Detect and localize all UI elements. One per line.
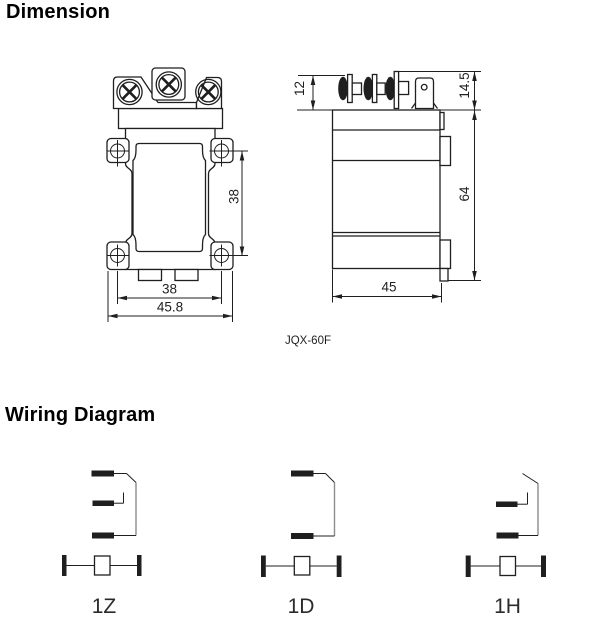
- arrow-right-icon: [223, 313, 233, 319]
- wiring-label-1z: 1Z: [92, 595, 117, 618]
- screw-terminal-center: [155, 71, 183, 98]
- wiring-heading: Wiring Diagram: [5, 404, 156, 426]
- arrow-down-icon: [239, 246, 245, 256]
- side-screw-1: [338, 73, 363, 104]
- arrow-left-icon: [108, 313, 118, 319]
- screw-shank: [376, 82, 386, 96]
- dim-side-terminal-height: 12: [292, 75, 345, 110]
- contact-common: [92, 532, 114, 539]
- relay-front-view: 38 38 45.8: [106, 67, 248, 322]
- arrow-left-icon: [332, 294, 342, 299]
- contact-plate: [393, 70, 400, 110]
- model-label: JQX-60F: [285, 335, 331, 347]
- side-screw-2: [363, 73, 386, 104]
- coil-terminal-left: [261, 555, 266, 577]
- front-body-inner-outline: [132, 142, 207, 253]
- wiring-diagram-1d: 1D: [261, 470, 342, 618]
- dim-front-hole-spacing-vertical: 38: [227, 151, 245, 256]
- coil-terminal-left: [465, 555, 471, 577]
- relay-side-view: 12 14.5 64: [292, 70, 481, 303]
- side-screw-3: [385, 70, 410, 110]
- coil-box: [93, 555, 111, 576]
- dim-value: 38: [162, 282, 177, 297]
- dim-side-body-depth: 45: [332, 269, 442, 303]
- dim-front-hole-spacing-horizontal: 38: [117, 271, 222, 304]
- coil-symbol: [62, 555, 142, 576]
- dim-value: 12: [292, 81, 307, 96]
- side-body: [331, 109, 441, 270]
- dim-value: 45: [381, 280, 396, 295]
- contact-plate: [371, 73, 378, 104]
- contact-nc: [91, 470, 114, 477]
- contact-common: [291, 533, 314, 539]
- coil-terminal-right: [336, 555, 342, 577]
- front-body: [124, 127, 216, 271]
- dim-side-tab-height: 14.5: [398, 71, 481, 110]
- coil-symbol: [465, 555, 546, 577]
- arrow-down-icon: [472, 271, 477, 281]
- coil-terminal-right: [137, 555, 142, 576]
- side-clip-lower: [439, 239, 452, 270]
- front-bottom-tab-right: [174, 268, 199, 282]
- coil-terminal-right: [541, 555, 546, 577]
- arrow-down-icon: [310, 100, 316, 110]
- screw-shank: [397, 80, 410, 96]
- screw-head: [385, 76, 396, 101]
- wiring-label-1d: 1D: [288, 595, 315, 618]
- side-clip-upper: [439, 135, 452, 167]
- wiring-diagram-1h: 1H: [465, 473, 546, 618]
- mounting-hole-bottom-left: [106, 244, 129, 267]
- arrow-left-icon: [117, 295, 127, 301]
- dim-value: 14.5: [457, 72, 472, 98]
- wiring-label-1h: 1H: [494, 595, 521, 618]
- dim-side-body-height: 64: [448, 110, 481, 281]
- screw-terminal-right: [195, 78, 222, 106]
- dim-value: 64: [457, 186, 472, 202]
- side-top-rib: [439, 111, 445, 131]
- coil-box: [293, 555, 311, 576]
- arrow-right-icon: [212, 295, 222, 301]
- coil-terminal-left: [62, 555, 67, 576]
- arrow-up-icon: [239, 151, 245, 161]
- arrow-up-icon: [472, 110, 477, 120]
- front-bottom-tab-left: [137, 268, 163, 282]
- dim-value: 38: [227, 189, 242, 204]
- side-clip-foot: [439, 267, 449, 282]
- dimension-heading: Dimension: [6, 1, 111, 23]
- front-flange: [117, 107, 224, 130]
- contact-plate: [346, 73, 353, 104]
- arrow-down-icon: [472, 100, 477, 110]
- screw-head: [363, 76, 374, 101]
- contact-no: [92, 500, 114, 506]
- contact-no: [496, 501, 518, 507]
- arrow-right-icon: [432, 294, 442, 299]
- wiring-diagram-1z: 1Z: [62, 470, 142, 618]
- arrow-up-icon: [472, 71, 477, 81]
- side-tab-bracket: [410, 77, 439, 110]
- dim-front-overall-width: 45.8: [107, 271, 233, 322]
- arrow-up-icon: [310, 75, 316, 85]
- coil-box: [499, 555, 517, 577]
- dim-value: 45.8: [157, 300, 183, 315]
- mounting-hole-top-left: [106, 140, 129, 167]
- contact-nc: [291, 470, 314, 477]
- bracket-hole: [420, 83, 428, 91]
- coil-symbol: [261, 555, 342, 577]
- screw-shank: [351, 82, 363, 96]
- contact-common: [496, 532, 519, 539]
- screw-terminal-left: [116, 78, 143, 106]
- screw-head: [338, 76, 348, 101]
